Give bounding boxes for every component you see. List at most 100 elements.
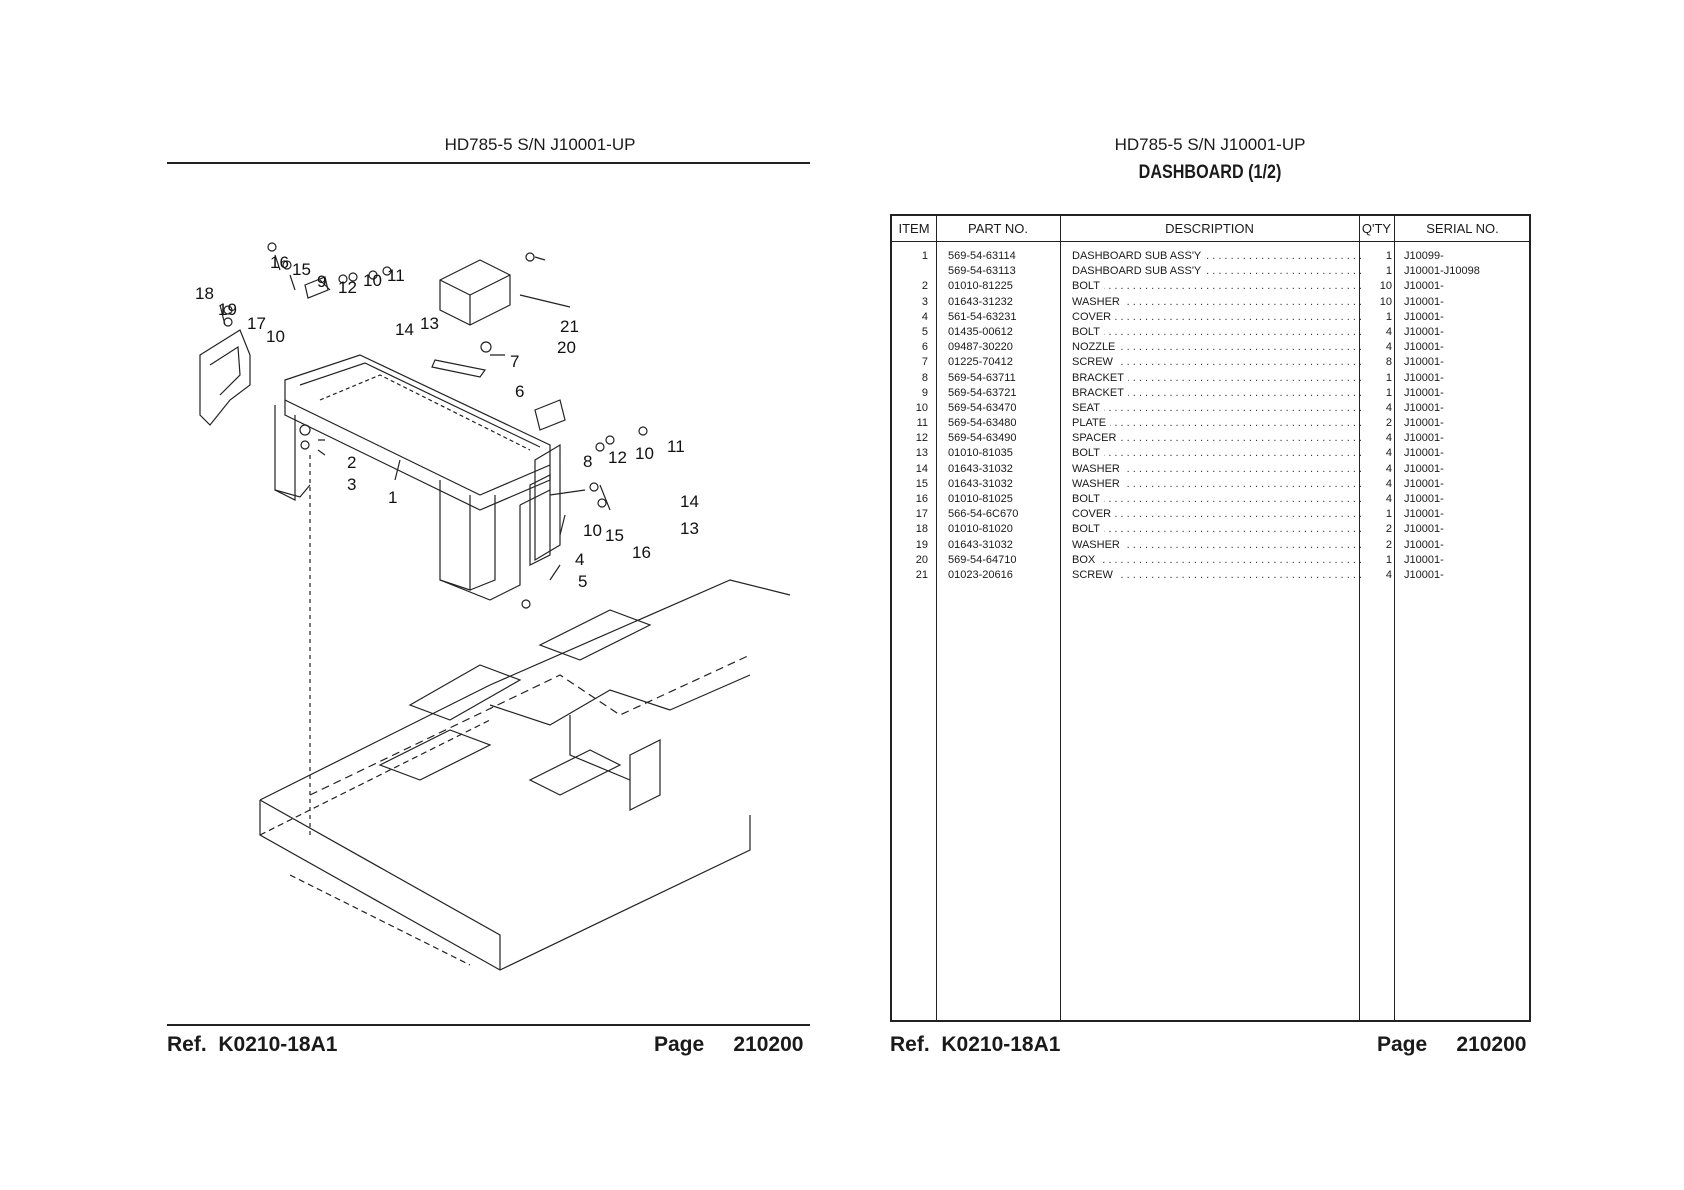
leader-dots: . . . . . . . . . . . . . . . . . . . . …	[1083, 432, 1362, 445]
row-item-number: 11	[916, 417, 928, 430]
callout: 14	[395, 320, 414, 339]
callout: 10	[363, 271, 382, 290]
col-divider	[1060, 216, 1061, 1020]
callout: 16	[270, 253, 289, 272]
row-part-number: 01643-31032	[948, 462, 1013, 475]
row-quantity: 1	[1385, 386, 1392, 399]
row-item-number: 15	[915, 477, 928, 490]
row-part-number: 01643-31232	[948, 295, 1013, 308]
row-item-number: 13	[915, 447, 928, 460]
row-part-number: 569-54-63480	[948, 417, 1017, 430]
callout: 4	[575, 550, 584, 569]
callout: 12	[338, 278, 357, 297]
row-serial-number: J10001-	[1404, 401, 1444, 414]
row-serial-number: J10001-	[1404, 295, 1444, 308]
row-quantity: 4	[1385, 477, 1392, 490]
left-header-rule	[167, 162, 810, 164]
row-description: PLATE	[1072, 417, 1111, 430]
row-serial-number: J10001-	[1404, 523, 1444, 536]
callout: 1	[388, 488, 397, 507]
leader-dots: . . . . . . . . . . . . . . . . . . . . …	[1083, 523, 1362, 536]
callout: 14	[680, 492, 699, 511]
callout: 10	[635, 444, 654, 463]
callout: 18	[195, 284, 214, 303]
leader-dots: . . . . . . . . . . . . . . . . . . . . …	[1083, 477, 1362, 490]
row-item-number: 20	[915, 553, 928, 566]
leader-dots: . . . . . . . . . . . . . . . . . . . . …	[1083, 538, 1362, 551]
row-quantity: 4	[1385, 568, 1392, 581]
row-part-number: 01010-81025	[948, 493, 1013, 505]
row-serial-number: J10001-	[1404, 341, 1444, 354]
row-part-number: 569-54-63470	[948, 401, 1017, 414]
row-part-number: 569-54-64710	[948, 553, 1017, 566]
row-description: COVER	[1072, 310, 1116, 323]
leader-dots: . . . . . . . . . . . . . . . . . . . . …	[1083, 295, 1362, 308]
row-description: BRACKET	[1072, 386, 1128, 399]
row-serial-number: J10099-	[1404, 250, 1444, 262]
right-footer-page: Page 210200	[1377, 1033, 1526, 1057]
col-header-qty: Q'TY	[1361, 221, 1392, 236]
page-value: 210200	[733, 1033, 804, 1056]
right-footer-ref: Ref. K0210-18A1	[890, 1033, 1060, 1057]
row-description: WASHER	[1072, 538, 1124, 551]
row-quantity: 4	[1385, 432, 1392, 445]
row-description: SCREW	[1072, 568, 1117, 581]
row-item-number: 7	[921, 356, 928, 369]
row-part-number: 09487-30220	[948, 341, 1013, 354]
row-description: BOLT	[1072, 447, 1104, 460]
leader-dots: . . . . . . . . . . . . . . . . . . . . …	[1083, 356, 1362, 369]
leader-dots: . . . . . . . . . . . . . . . . . . . . …	[1083, 447, 1362, 460]
row-item-number: 6	[921, 341, 928, 354]
row-item-number: 19	[915, 538, 928, 551]
callout: 17	[247, 314, 266, 333]
row-item-number: 4	[921, 310, 928, 323]
row-serial-number: J10001-	[1404, 432, 1444, 445]
col-divider	[936, 216, 937, 1020]
row-serial-number: J10001-J10098	[1404, 265, 1480, 278]
row-serial-number: J10001-	[1404, 493, 1444, 505]
row-serial-number: J10001-	[1404, 477, 1444, 490]
row-part-number: 01435-00612	[948, 325, 1013, 338]
callout: 13	[680, 519, 699, 538]
leader-dots: . . . . . . . . . . . . . . . . . . . . …	[1083, 401, 1362, 414]
callout: 11	[667, 437, 685, 456]
row-item-number: 2	[921, 280, 928, 293]
leader-dots: . . . . . . . . . . . . . . . . . . . . …	[1083, 553, 1362, 566]
callout: 6	[515, 382, 524, 401]
row-part-number: 01643-31032	[948, 538, 1013, 551]
row-item-number: 5	[921, 325, 928, 338]
callout: 11	[387, 266, 405, 285]
row-description: WASHER	[1072, 462, 1124, 475]
row-serial-number: J10001-	[1404, 462, 1444, 475]
row-quantity: 4	[1385, 447, 1392, 460]
row-item-number: 10	[915, 401, 928, 414]
row-description: SEAT	[1072, 401, 1104, 414]
row-description: BOLT	[1072, 280, 1104, 293]
row-description: SCREW	[1072, 356, 1117, 369]
callout: 9	[317, 272, 326, 291]
col-header-serial-no: SERIAL NO.	[1426, 221, 1499, 236]
row-quantity: 8	[1385, 356, 1392, 369]
col-header-part-no: PART NO.	[968, 221, 1028, 236]
row-part-number: 566-54-6C670	[948, 508, 1019, 521]
callout: 10	[266, 327, 285, 346]
row-serial-number: J10001-	[1404, 310, 1444, 323]
callout: 19	[218, 300, 237, 319]
row-serial-number: J10001-	[1404, 508, 1444, 521]
leader-dots: . . . . . . . . . . . . . . . . . . . . …	[1083, 386, 1362, 399]
row-item-number: 3	[921, 295, 928, 308]
row-quantity: 4	[1385, 462, 1392, 475]
row-quantity: 2	[1385, 417, 1392, 430]
row-item-number: 12	[915, 432, 928, 445]
callout: 7	[510, 352, 519, 371]
